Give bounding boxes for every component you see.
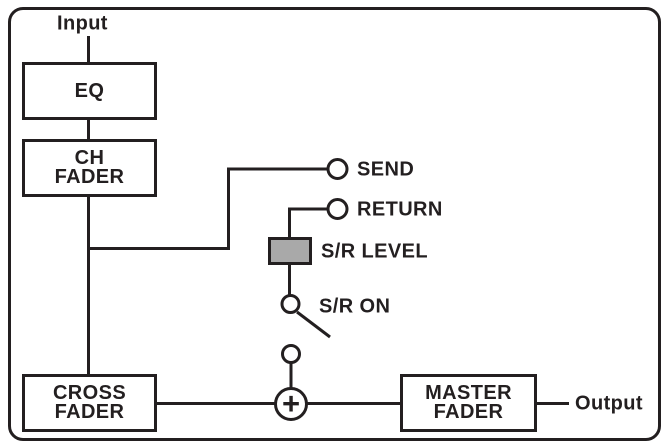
cross-fader-label-line2: FADER — [54, 401, 125, 423]
send-port-circle — [326, 158, 349, 180]
sr-on-switch-arm — [296, 310, 331, 339]
output-label: Output — [575, 392, 643, 415]
sr-on-label: S/R ON — [319, 295, 391, 318]
master-fader-label-line1: MASTER — [425, 382, 512, 404]
eq-block-label: EQ — [74, 79, 105, 102]
summing-node-plus: + — [281, 385, 301, 421]
send-branch-wire — [88, 167, 327, 250]
sr-on-switch-top-terminal — [280, 294, 301, 314]
master-fader-block: MASTER FADER — [400, 374, 537, 432]
return-port-circle — [326, 198, 349, 220]
send-port-label: SEND — [357, 158, 415, 181]
sr-level-label: S/R LEVEL — [321, 240, 428, 263]
ch-fader-label-line1: CH — [74, 147, 105, 169]
ch-fader-label-line2: FADER — [54, 166, 125, 188]
cross-fader-block: CROSS FADER — [22, 374, 157, 432]
input-label: Input — [57, 12, 108, 35]
sr-on-switch-bottom-terminal — [281, 344, 301, 364]
diagram-border — [8, 7, 661, 441]
eq-block: EQ — [22, 62, 157, 120]
cross-fader-label-line1: CROSS — [52, 382, 127, 404]
ch-fader-block: CH FADER — [22, 139, 157, 197]
master-fader-label-line2: FADER — [433, 401, 504, 423]
summing-node-circle — [274, 387, 308, 421]
sr-level-block — [268, 237, 312, 265]
return-wire — [288, 207, 327, 238]
return-port-label: RETURN — [357, 198, 443, 221]
